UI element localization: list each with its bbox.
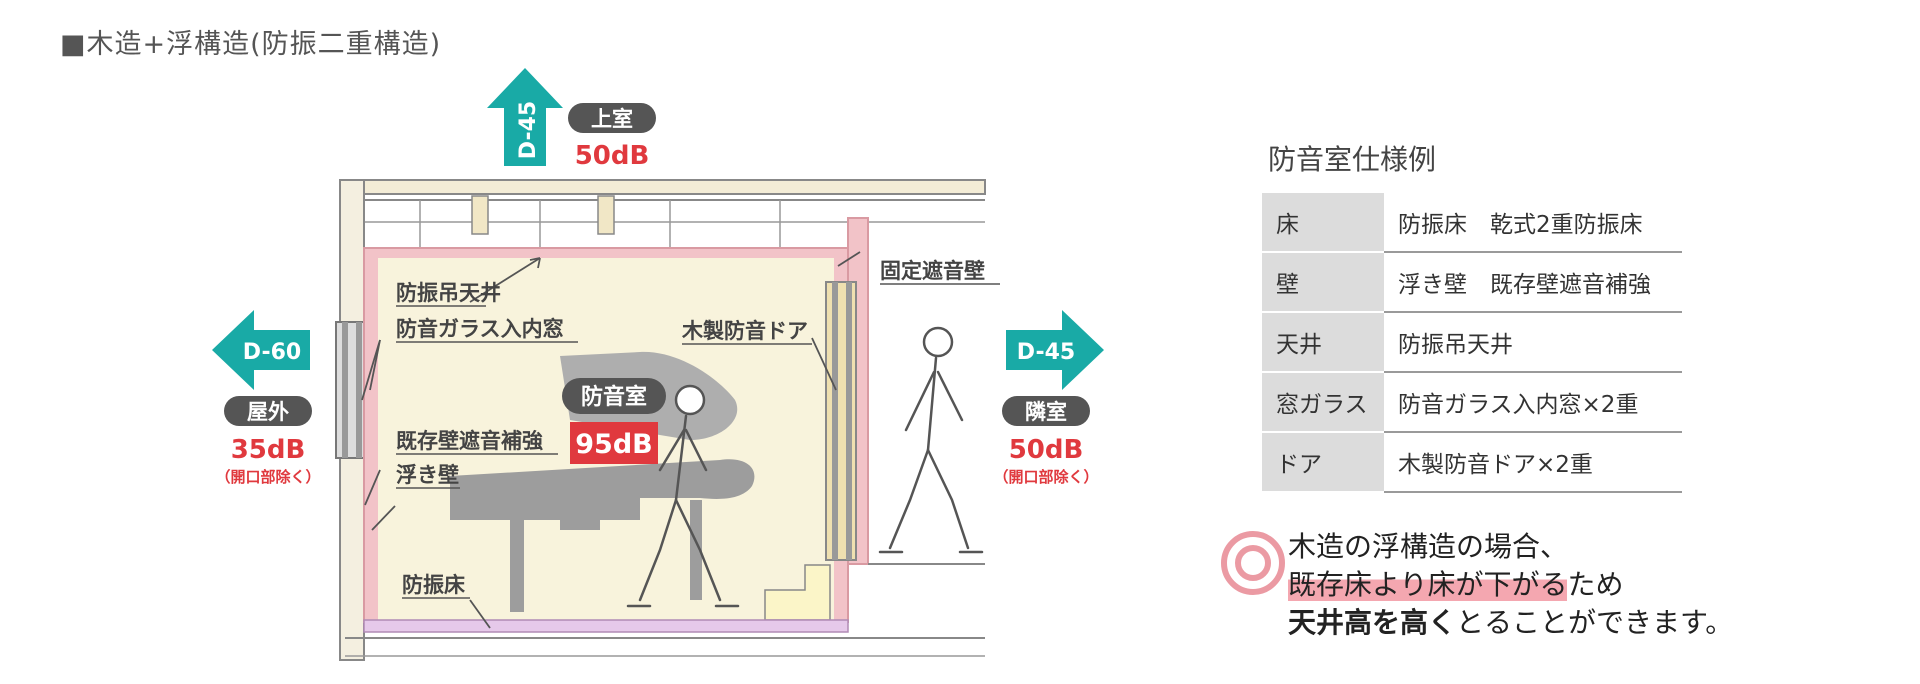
note-line-3-rest: とることができます。 bbox=[1456, 606, 1734, 639]
right-arrow-icon bbox=[1006, 310, 1104, 390]
note-bold: 天井高を高く bbox=[1288, 606, 1457, 639]
spec-title: 防音室仕様例 bbox=[1268, 143, 1437, 176]
center-room-label: 防音室 bbox=[581, 384, 647, 410]
spec-key: 床 bbox=[1262, 193, 1384, 253]
left-arrow-icon bbox=[212, 310, 310, 390]
right-room-label: 隣室 bbox=[1025, 400, 1067, 424]
note-text: 木造の浮構造の場合、 既存床より床が下がるため 天井高を高くとることができます。 bbox=[1288, 528, 1733, 642]
spec-value: 浮き壁 既存壁遮音補強 bbox=[1384, 252, 1682, 313]
label-floor: 防振床 bbox=[402, 573, 465, 597]
spec-row: 床 防振床 乾式2重防振床 bbox=[1262, 193, 1682, 253]
spec-table: 床 防振床 乾式2重防振床 壁 浮き壁 既存壁遮音補強 天井 防振吊天井 窓ガラ… bbox=[1262, 193, 1682, 493]
label-float-wall: 浮き壁 bbox=[396, 463, 459, 487]
upper-db: 50dB bbox=[575, 141, 650, 171]
upper-badge-text: D-45 bbox=[516, 101, 541, 159]
right-db-note: （開口部除く） bbox=[993, 468, 1098, 486]
label-window: 防音ガラス入内窓 bbox=[396, 317, 564, 341]
note-line-3: 天井高を高くとることができます。 bbox=[1288, 604, 1733, 642]
left-badge-text: D-60 bbox=[243, 340, 301, 365]
page-title: ■木造+浮構造(防振二重構造) bbox=[60, 29, 442, 60]
label-door: 木製防音ドア bbox=[681, 319, 808, 343]
person-walking-icon bbox=[626, 384, 740, 608]
note-line-1: 木造の浮構造の場合、 bbox=[1288, 530, 1569, 563]
spec-key: ドア bbox=[1262, 432, 1384, 493]
spec-row: 壁 浮き壁 既存壁遮音補強 bbox=[1262, 252, 1682, 313]
spec-key: 窓ガラス bbox=[1262, 372, 1384, 433]
right-db: 50dB bbox=[1009, 435, 1084, 465]
label-wall-reinforce: 既存壁遮音補強 bbox=[396, 429, 543, 453]
spec-row: 天井 防振吊天井 bbox=[1262, 312, 1682, 373]
upper-arrow-icon bbox=[487, 68, 563, 166]
note-line-2: 既存床より床が下がるため bbox=[1288, 566, 1733, 604]
spec-row: 窓ガラス 防音ガラス入内窓×2重 bbox=[1262, 372, 1682, 433]
spec-value: 防音ガラス入内窓×2重 bbox=[1384, 372, 1682, 433]
note-highlight: 既存床より床が下がる bbox=[1288, 568, 1568, 601]
spec-value: 木製防音ドア×2重 bbox=[1384, 432, 1682, 493]
left-db-note: （開口部除く） bbox=[215, 468, 320, 486]
spec-value: 防振吊天井 bbox=[1384, 312, 1682, 373]
upper-room-label: 上室 bbox=[591, 107, 633, 131]
label-fixed-wall: 固定遮音壁 bbox=[880, 259, 985, 283]
soundproof-room-diagram: D-45 上室 50dB D-60 屋外 35dB （開口部除く） D-45 隣… bbox=[212, 68, 1104, 661]
center-db: 95dB bbox=[575, 429, 652, 460]
spec-key: 天井 bbox=[1262, 312, 1384, 373]
left-room-label: 屋外 bbox=[247, 400, 289, 424]
person-walking-outside-icon bbox=[878, 326, 984, 554]
double-circle-icon bbox=[1221, 531, 1285, 595]
left-db: 35dB bbox=[231, 435, 306, 465]
spec-value: 防振床 乾式2重防振床 bbox=[1384, 193, 1682, 253]
spec-key: 壁 bbox=[1262, 252, 1384, 313]
spec-row: ドア 木製防音ドア×2重 bbox=[1262, 432, 1682, 493]
right-badge-text: D-45 bbox=[1017, 340, 1075, 365]
note-line-2-rest: ため bbox=[1567, 568, 1624, 601]
label-ceiling: 防振吊天井 bbox=[396, 281, 501, 305]
